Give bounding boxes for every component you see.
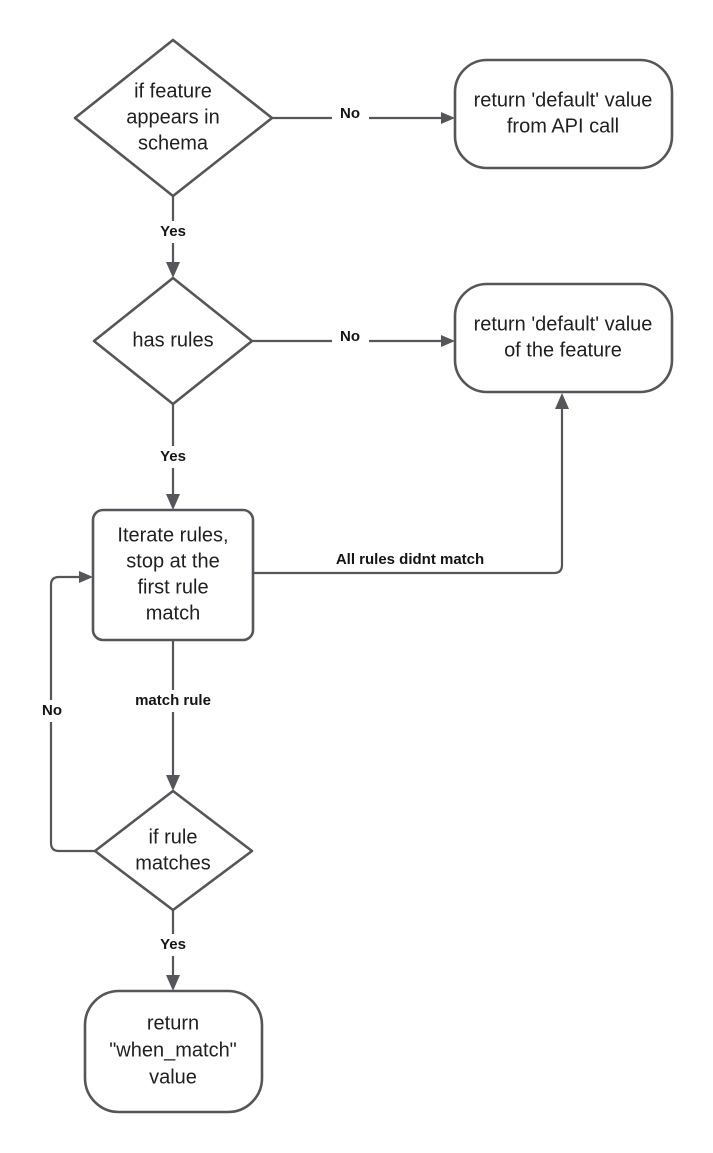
edge-match-rule	[166, 640, 180, 791]
node-when-match-value[interactable]: return "when_match" value	[83, 989, 264, 1114]
node-schema-decision-line-2: appears in	[126, 106, 219, 128]
edge-label-has-rules-yes-text: Yes	[160, 448, 186, 465]
node-schema-decision[interactable]: if feature appears in schema	[73, 38, 274, 198]
node-rule-matches-decision-shape[interactable]	[93, 789, 254, 912]
edge-schema-yes-arrowhead	[166, 262, 180, 278]
edge-schema-no-arrowhead	[441, 112, 455, 124]
node-rule-matches-decision[interactable]: if rule matches	[93, 789, 254, 912]
edge-rule-matches-no-arrowhead	[79, 571, 93, 583]
edge-label-all-rules-didnt-match-text: All rules didnt match	[336, 551, 484, 568]
node-rule-matches-decision-line-2: matches	[135, 852, 211, 874]
edge-label-has-rules-no: No	[332, 326, 369, 348]
edge-rule-matches-yes-arrowhead	[166, 975, 180, 991]
node-default-of-feature-line-1: return 'default' value	[474, 313, 653, 335]
node-has-rules-decision-line-1: has rules	[132, 329, 213, 351]
node-iterate-rules-line-2: stop at the	[126, 550, 219, 572]
node-iterate-rules-line-1: Iterate rules,	[117, 524, 228, 546]
node-schema-decision-line-3: schema	[138, 132, 209, 154]
node-iterate-rules[interactable]: Iterate rules, stop at the first rule ma…	[91, 508, 255, 642]
node-schema-decision-line-1: if feature	[134, 80, 212, 102]
edge-label-match-rule-text: match rule	[135, 692, 211, 709]
node-default-of-feature-shape[interactable]	[453, 282, 674, 394]
edge-label-has-rules-no-backing	[332, 326, 369, 348]
edge-label-match-rule: match rule	[123, 690, 223, 712]
node-default-of-feature-line-2: of the feature	[504, 339, 622, 361]
edge-label-schema-yes-text: Yes	[160, 223, 186, 240]
edge-label-rule-matches-no: No	[34, 700, 71, 722]
edge-label-all-rules-didnt-match: All rules didnt match	[320, 549, 500, 571]
node-has-rules-decision[interactable]: has rules	[92, 276, 254, 406]
edge-label-has-rules-no-text: No	[340, 328, 360, 345]
edge-label-rule-matches-yes-text: Yes	[160, 936, 186, 953]
edge-label-has-rules-yes: Yes	[150, 446, 195, 468]
node-when-match-value-line-3: value	[149, 1066, 197, 1088]
edge-label-rule-matches-yes-backing	[150, 934, 195, 956]
node-schema-decision-shape[interactable]	[73, 38, 274, 198]
edge-all-rules-didnt-match	[253, 393, 569, 575]
node-default-of-feature[interactable]: return 'default' value of the feature	[453, 282, 674, 394]
edge-label-schema-yes-backing	[150, 221, 195, 243]
edge-label-schema-no-text: No	[340, 105, 360, 122]
edge-label-match-rule-backing	[123, 690, 223, 712]
node-default-from-api[interactable]: return 'default' value from API call	[453, 58, 674, 170]
node-has-rules-decision-shape[interactable]	[92, 276, 254, 406]
edge-label-schema-no-backing	[332, 103, 369, 125]
edge-has-rules-no-arrowhead	[441, 335, 455, 347]
node-default-from-api-line-2: from API call	[507, 115, 619, 137]
edge-label-schema-yes: Yes	[150, 221, 195, 243]
node-iterate-rules-line-4: match	[146, 602, 200, 624]
edge-match-rule-arrowhead	[166, 775, 180, 791]
edge-label-rule-matches-no-backing	[34, 700, 71, 722]
node-iterate-rules-shape[interactable]	[91, 508, 255, 642]
node-default-from-api-line-1: return 'default' value	[474, 89, 653, 111]
edge-label-rule-matches-yes: Yes	[150, 934, 195, 956]
edge-has-rules-yes-arrowhead	[166, 494, 180, 510]
node-when-match-value-line-1: return	[147, 1012, 199, 1034]
node-rule-matches-decision-line-1: if rule	[149, 826, 198, 848]
node-iterate-rules-line-3: first rule	[137, 576, 208, 598]
edge-label-schema-no: No	[332, 103, 369, 125]
edge-all-rules-didnt-match-line	[253, 403, 564, 575]
edge-label-all-rules-didnt-match-backing	[320, 549, 500, 571]
node-default-from-api-shape[interactable]	[453, 58, 674, 170]
edge-label-has-rules-yes-backing	[150, 446, 195, 468]
edge-label-rule-matches-no-text: No	[42, 702, 62, 719]
node-when-match-value-shape[interactable]	[83, 989, 264, 1114]
node-when-match-value-line-2: "when_match"	[109, 1039, 237, 1061]
edge-all-rules-didnt-match-arrowhead	[555, 393, 569, 409]
